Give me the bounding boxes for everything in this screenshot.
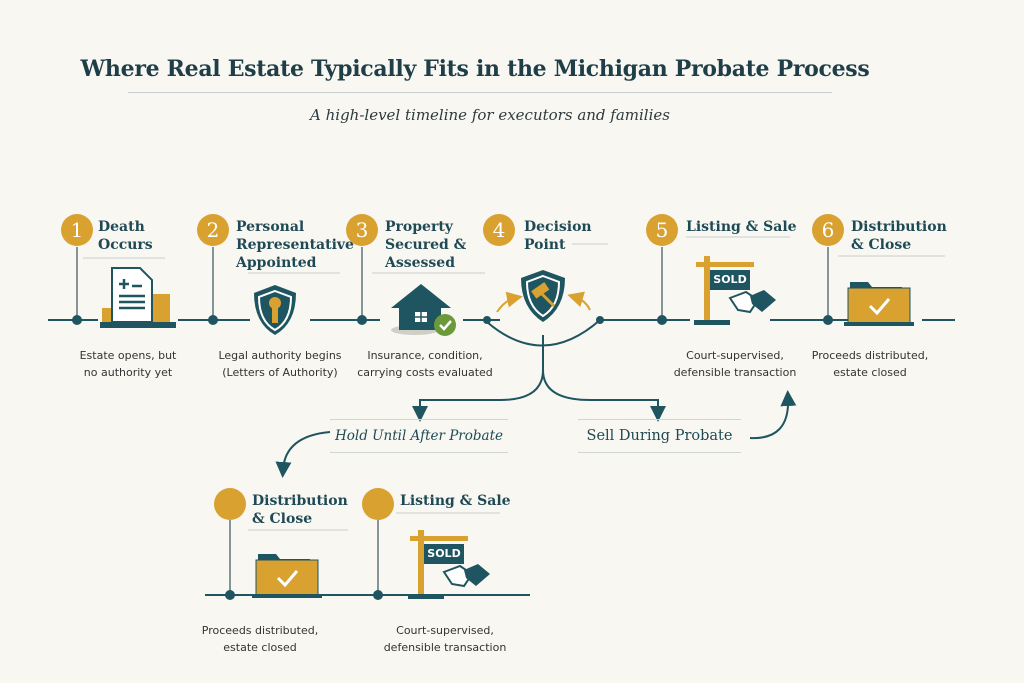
handshake-icon bbox=[442, 564, 490, 588]
page-subtitle: A high-level timeline for executors and … bbox=[310, 106, 670, 124]
sold-sign-text: SOLD bbox=[710, 270, 750, 290]
step-title-2: Personal Representative Appointed bbox=[236, 219, 354, 271]
alt-step-title-1: Distribution & Close bbox=[252, 493, 348, 527]
step-number-6: 6 bbox=[812, 214, 844, 246]
step-title-5: Listing & Sale bbox=[686, 219, 797, 235]
step-title-3: Property Secured & Assessed bbox=[385, 219, 467, 271]
step-description-3: Insurance, condition, carrying costs eva… bbox=[357, 349, 493, 379]
title-divider bbox=[128, 92, 832, 93]
step-title-6: Distribution & Close bbox=[851, 219, 947, 253]
step-number-4: 4 bbox=[483, 214, 515, 246]
sold-sign-text: SOLD bbox=[424, 544, 464, 564]
document-icon bbox=[100, 267, 176, 328]
page-title: Where Real Estate Typically Fits in the … bbox=[80, 56, 870, 82]
shield-key-icon bbox=[254, 285, 296, 335]
folder-check-icon bbox=[252, 554, 322, 598]
step-number-5: 5 bbox=[646, 214, 678, 246]
step-number-3: 3 bbox=[346, 214, 378, 246]
alt-step-description-2: Court-supervised, defensible transaction bbox=[383, 624, 507, 654]
alt-step-title-2: Listing & Sale bbox=[400, 493, 511, 509]
alt-step-description-1: Proceeds distributed, estate closed bbox=[201, 624, 319, 654]
house-check-icon bbox=[391, 284, 456, 336]
sold-sign-handshake-icon: SOLD bbox=[694, 256, 780, 326]
shield-gavel-icon bbox=[521, 270, 565, 322]
folder-check-icon bbox=[844, 282, 914, 326]
branch-sell-during-probate: Sell During Probate bbox=[578, 419, 741, 453]
alt-step-circle-1 bbox=[214, 488, 246, 520]
step-number-2: 2 bbox=[197, 214, 229, 246]
step-title-4: Decision Point bbox=[524, 219, 592, 253]
alt-step-circle-2 bbox=[362, 488, 394, 520]
step-number-1: 1 bbox=[61, 214, 93, 246]
step-description-2: Legal authority begins (Letters of Autho… bbox=[218, 349, 342, 379]
step-description-5: Court-supervised, defensible transaction bbox=[673, 349, 797, 379]
step-title-1: Death Occurs bbox=[98, 219, 153, 253]
sold-sign-handshake-icon: SOLD bbox=[408, 530, 494, 600]
step-description-6: Proceeds distributed, estate closed bbox=[811, 349, 929, 379]
handshake-icon bbox=[728, 290, 776, 314]
branch-hold-until-after-probate: Hold Until After Probate bbox=[330, 419, 508, 453]
step-description-1: Estate opens, but no authority yet bbox=[79, 349, 177, 379]
